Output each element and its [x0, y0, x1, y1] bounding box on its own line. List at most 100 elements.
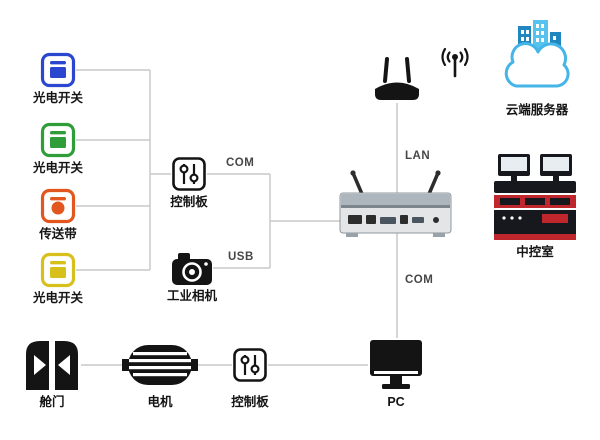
pc-port: [380, 217, 396, 224]
wave-right-inner: [459, 51, 464, 63]
node-router: [371, 55, 423, 103]
console-desk: [494, 181, 576, 193]
router-antenna-left: [383, 57, 389, 83]
pc-monitor-icon: [370, 340, 422, 389]
antenna-tip: [435, 170, 441, 176]
icon-frame: [40, 188, 76, 224]
monitor-base: [382, 384, 410, 389]
monitor-screen: [501, 157, 527, 171]
console-keypad: [550, 198, 570, 205]
monitor-stand: [511, 176, 517, 181]
node-photoswitch-blue: 光电开关: [28, 52, 88, 106]
antenna-tip: [350, 170, 356, 176]
wave-left-outer: [441, 47, 447, 67]
motor-shaft-left: [122, 359, 132, 371]
node-industrial-camera: 工业相机: [162, 250, 222, 304]
monitor-stand: [390, 376, 402, 384]
node-motor: 电机: [122, 338, 198, 410]
node-control-room: 中控室: [490, 150, 580, 260]
door-gap: [49, 341, 55, 390]
node-conveyor: 传送带: [28, 188, 88, 242]
slider-knob: [179, 164, 189, 174]
node-control-board: 控制板: [159, 156, 219, 210]
control-board-icon: [172, 157, 206, 191]
icon-body: [50, 67, 66, 78]
camera-flash-dot: [204, 262, 208, 266]
pc-antenna-right: [427, 171, 440, 196]
cloud-shape: [504, 42, 570, 88]
building-windows: [521, 24, 556, 47]
photoelectric-switch-icon: [40, 122, 76, 158]
motor-shaft-right: [188, 359, 198, 371]
door-arrow-left: [34, 355, 46, 375]
slider-knob: [189, 173, 199, 183]
node-photoswitch-green: 光电开关: [28, 122, 88, 176]
node-label: 传送带: [39, 227, 77, 241]
node-label: 云端服务器: [505, 103, 569, 117]
camera-lens: [182, 262, 202, 282]
edge-label-lan-router: LAN: [405, 150, 431, 162]
router-icon: [375, 57, 419, 100]
node-label: 光电开关: [32, 291, 83, 305]
node-label: 舱门: [39, 395, 65, 409]
monitor-screen: [370, 340, 422, 376]
conveyor-icon: [40, 188, 76, 224]
icon-frame: [40, 52, 76, 88]
monitor-bezel-line: [374, 371, 418, 374]
motor-fins: [129, 352, 191, 377]
icon-bar: [50, 131, 66, 135]
pc-port: [348, 215, 362, 224]
motor-body: [128, 345, 192, 385]
wire-group: [76, 69, 398, 366]
industrial-camera-icon: [172, 253, 212, 285]
control-board-icon: [233, 348, 267, 382]
node-label: 光电开关: [32, 161, 83, 175]
console-red-drawer: [542, 214, 568, 223]
pc-foot: [433, 233, 445, 237]
node-label: PC: [387, 395, 405, 409]
wifi-signal-icon: [441, 47, 469, 78]
camera-lens-center: [189, 269, 195, 275]
door-icon: [26, 341, 78, 390]
console-red-footer: [494, 234, 576, 240]
node-control-board-2: 控制板: [220, 338, 280, 410]
icon-frame: [40, 122, 76, 158]
icon-bar: [50, 261, 66, 265]
node-cloud-server: 云端服务器: [495, 16, 579, 118]
pc-port: [366, 215, 376, 224]
router-body: [375, 82, 419, 100]
node-label: 中控室: [516, 245, 554, 259]
pc-top-face: [341, 194, 450, 207]
edge-label-usb-camera: USB: [228, 251, 254, 263]
icon-frame: [172, 157, 206, 191]
icon-bar: [50, 61, 66, 65]
wave-left-inner: [446, 51, 451, 63]
pc-foot: [346, 233, 358, 237]
pc-edge: [341, 205, 450, 208]
icon-frame: [233, 348, 267, 382]
icon-frame: [40, 252, 76, 288]
node-label: 控制板: [231, 395, 269, 409]
door-arrow-right: [58, 355, 70, 375]
node-wifi-signal: [437, 44, 473, 80]
monitor-stand: [553, 176, 559, 181]
wave-right-outer: [463, 47, 469, 67]
slider-knob: [240, 355, 250, 365]
edge-label-com-controlboard: COM: [226, 157, 255, 169]
motor-icon: [122, 345, 198, 385]
node-label: 控制板: [170, 195, 208, 209]
pc-port: [412, 217, 424, 223]
node-photoswitch-yellow: 光电开关: [28, 252, 88, 306]
pc-antenna-left: [351, 171, 364, 196]
icon-roller: [51, 201, 65, 215]
node-label: 光电开关: [32, 91, 83, 105]
icon-bar: [50, 197, 66, 201]
router-antenna-right: [405, 57, 411, 83]
industrial-pc-image: [339, 170, 452, 237]
console-keypad: [525, 198, 545, 205]
console-indicator-lights: [502, 216, 522, 220]
node-label: 电机: [147, 395, 173, 409]
cloud-server-icon: [504, 20, 570, 88]
